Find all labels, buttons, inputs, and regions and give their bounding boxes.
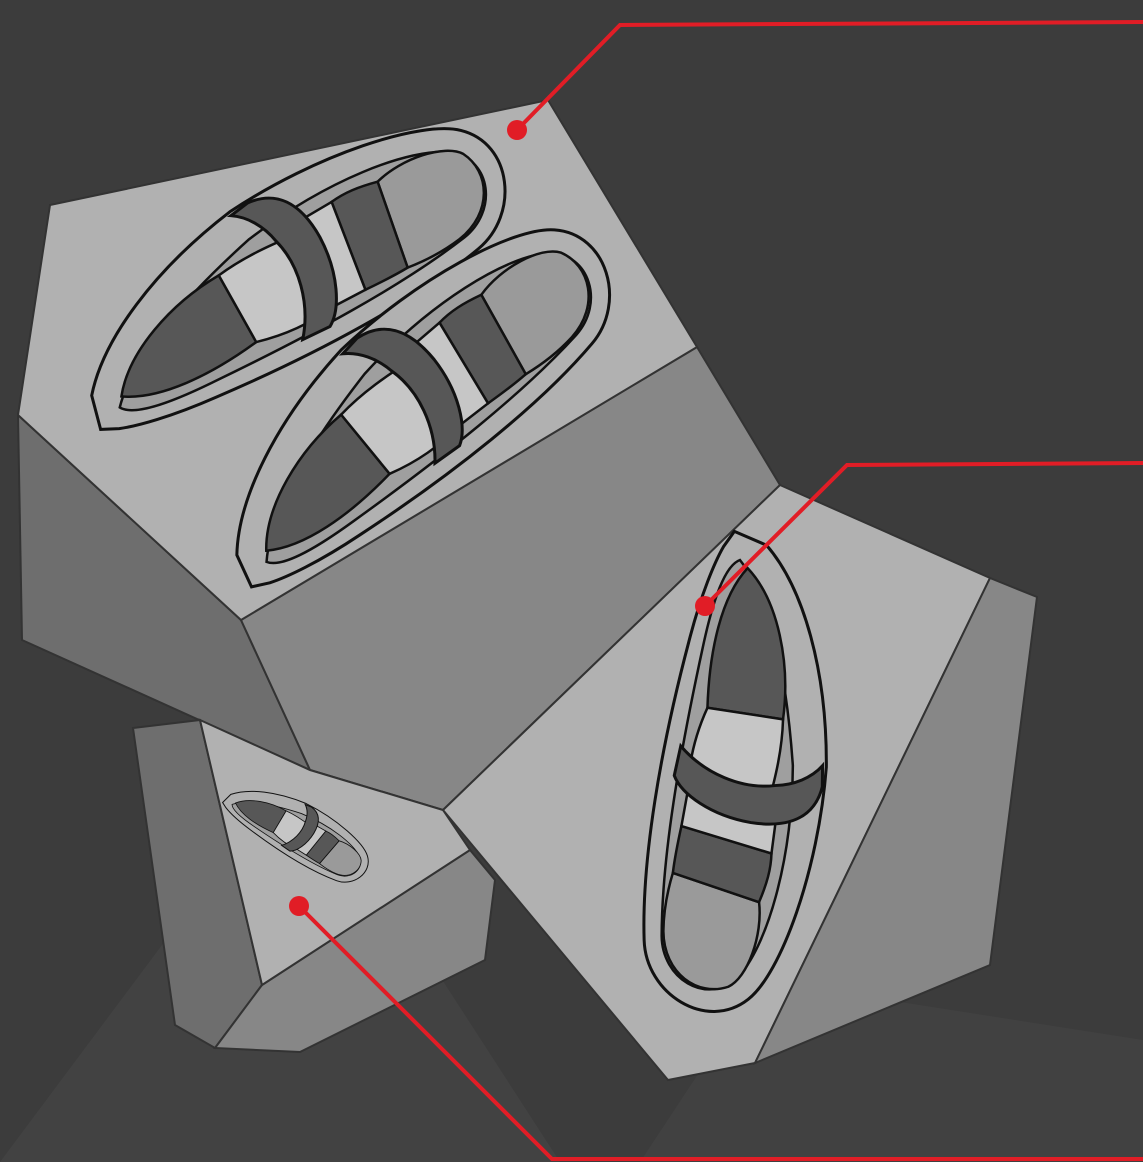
callout-marker — [289, 896, 309, 916]
callout-small-block — [289, 896, 1143, 1161]
small-block — [131, 718, 497, 1054]
callout-marker — [507, 120, 527, 140]
callout-line — [703, 461, 1143, 608]
large-block — [16, 98, 782, 812]
callout-large-block — [507, 20, 1143, 140]
callout-medium-block — [695, 461, 1143, 616]
medium-block-right-face — [752, 576, 1039, 1065]
callout-line — [515, 20, 1143, 132]
callout-line — [297, 904, 1143, 1161]
medium-block — [441, 483, 1039, 1082]
callout-marker — [695, 596, 715, 616]
